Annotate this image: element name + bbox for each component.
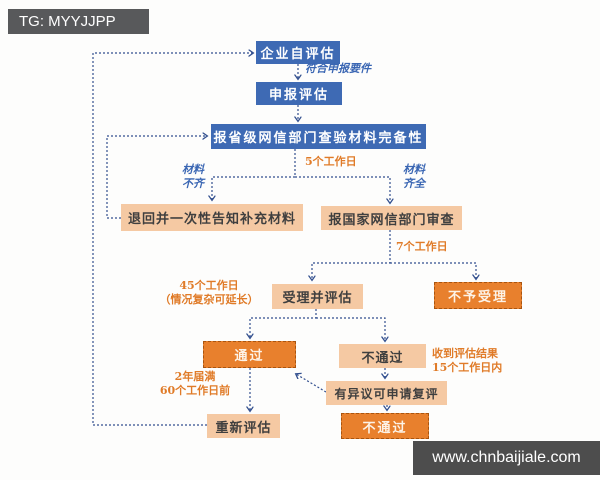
node-declare-assessment: 申报评估 <box>256 82 342 105</box>
edge-provincial-to-return <box>212 149 296 200</box>
node-provincial-check: 报省级网信部门查验材料完备性 <box>211 124 426 149</box>
node-return-supplement: 退回并一次性告知补充材料 <box>121 204 303 231</box>
label-materials-incomplete: 材料不齐 <box>182 163 204 190</box>
label-five-working-days: 5个工作日 <box>305 155 357 168</box>
label-fortyfive-working-days: 45个工作日（情况复杂可延长） <box>159 279 259 306</box>
label-seven-working-days: 7个工作日 <box>396 240 448 253</box>
edge-national-to-notaccepted <box>390 262 476 279</box>
label-meets-requirements: 符合申报要件 <box>305 62 371 75</box>
edge-national-to-accept <box>312 230 391 280</box>
label-materials-complete: 材料齐全 <box>403 163 425 190</box>
node-fail-first: 不通过 <box>339 344 426 368</box>
node-not-accepted: 不予受理 <box>434 282 522 309</box>
edge-reassess-loop-to-self <box>92 53 253 426</box>
node-national-review: 报国家网信部门审查 <box>321 206 462 230</box>
edge-accept-to-pass <box>250 309 317 338</box>
tg-watermark-label: TG: MYYJJPP <box>8 9 149 34</box>
edge-accept-to-fail <box>316 317 385 341</box>
node-reassess: 重新评估 <box>207 414 280 438</box>
node-pass: 通过 <box>203 341 296 368</box>
edge-objection-to-pass <box>296 374 327 393</box>
node-objection-reevaluate: 有异议可申请复评 <box>326 381 447 405</box>
edge-return-loop-to-provincial <box>106 136 207 219</box>
edge-provincial-to-national <box>295 176 390 203</box>
node-enterprise-self-assessment: 企业自评估 <box>256 41 340 64</box>
node-fail-final: 不通过 <box>341 413 429 439</box>
site-watermark: www.chnbaijiale.com <box>413 441 600 475</box>
node-accept-evaluate: 受理并评估 <box>272 284 363 309</box>
